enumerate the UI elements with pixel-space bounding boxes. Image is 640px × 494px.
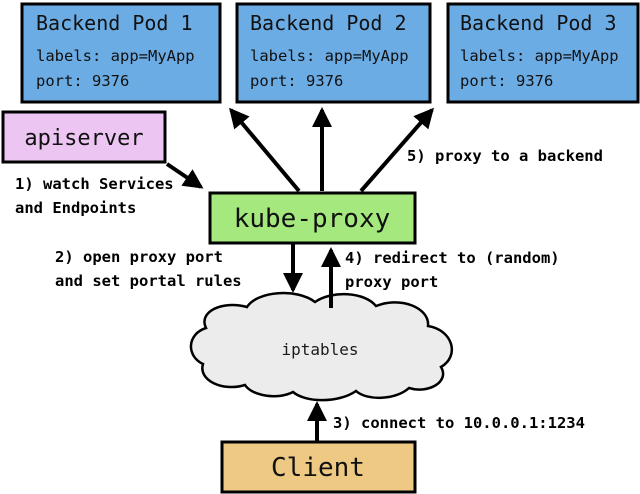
backend-pod-1-box: Backend Pod 1 labels: app=MyApp port: 93… <box>20 2 222 104</box>
backend-pod-2-port: port: 9376 <box>250 72 343 90</box>
annotation-step3: 3) connect to 10.0.0.1:1234 <box>333 414 585 432</box>
annotation-step2-line1: 2) open proxy port <box>55 248 223 266</box>
arrow-kube-proxy-to-pod3 <box>359 107 434 193</box>
apiserver-rect <box>1 110 167 164</box>
client-rect <box>220 440 417 494</box>
apiserver-box: apiserver <box>1 110 167 164</box>
backend-pod-3-port: port: 9376 <box>460 72 553 90</box>
backend-pod-1-title: Backend Pod 1 <box>36 11 193 35</box>
backend-pod-1-labels: labels: app=MyApp <box>36 47 195 65</box>
backend-pod-2-rect <box>235 2 432 104</box>
arrow-apiserver-to-kube-proxy <box>165 162 204 189</box>
annotation-step5: 5) proxy to a backend <box>407 147 603 165</box>
cloud-shape <box>189 291 453 402</box>
apiserver-label: apiserver <box>24 126 143 151</box>
client-label: Client <box>271 453 365 483</box>
backend-pod-3-box: Backend Pod 3 labels: app=MyApp port: 93… <box>446 2 640 104</box>
backend-pod-1-rect <box>20 2 222 104</box>
backend-pod-2-title: Backend Pod 2 <box>250 11 407 35</box>
kube-proxy-label: kube-proxy <box>234 204 391 234</box>
backend-pod-3-rect <box>446 2 640 104</box>
backend-pod-3-title: Backend Pod 3 <box>460 11 617 35</box>
backend-pod-1-port: port: 9376 <box>36 72 129 90</box>
annotation-step2-line2: and set portal rules <box>55 272 242 290</box>
arrow-kube-proxy-to-pod1 <box>229 107 301 193</box>
kube-proxy-rect <box>208 191 417 245</box>
annotation-step4-line2: proxy port <box>345 273 438 291</box>
annotation-step4-line1: 4) redirect to (random) <box>345 249 560 267</box>
backend-pod-2-labels: labels: app=MyApp <box>250 47 409 65</box>
iptables-cloud: iptables <box>189 291 453 402</box>
annotation-step1-line1: 1) watch Services <box>15 175 174 193</box>
iptables-label: iptables <box>281 340 358 359</box>
backend-pod-3-labels: labels: app=MyApp <box>460 47 619 65</box>
annotation-step1-line2: and Endpoints <box>15 199 136 217</box>
client-box: Client <box>220 440 417 494</box>
backend-pod-2-box: Backend Pod 2 labels: app=MyApp port: 93… <box>235 2 432 104</box>
kube-proxy-box: kube-proxy <box>208 191 417 245</box>
